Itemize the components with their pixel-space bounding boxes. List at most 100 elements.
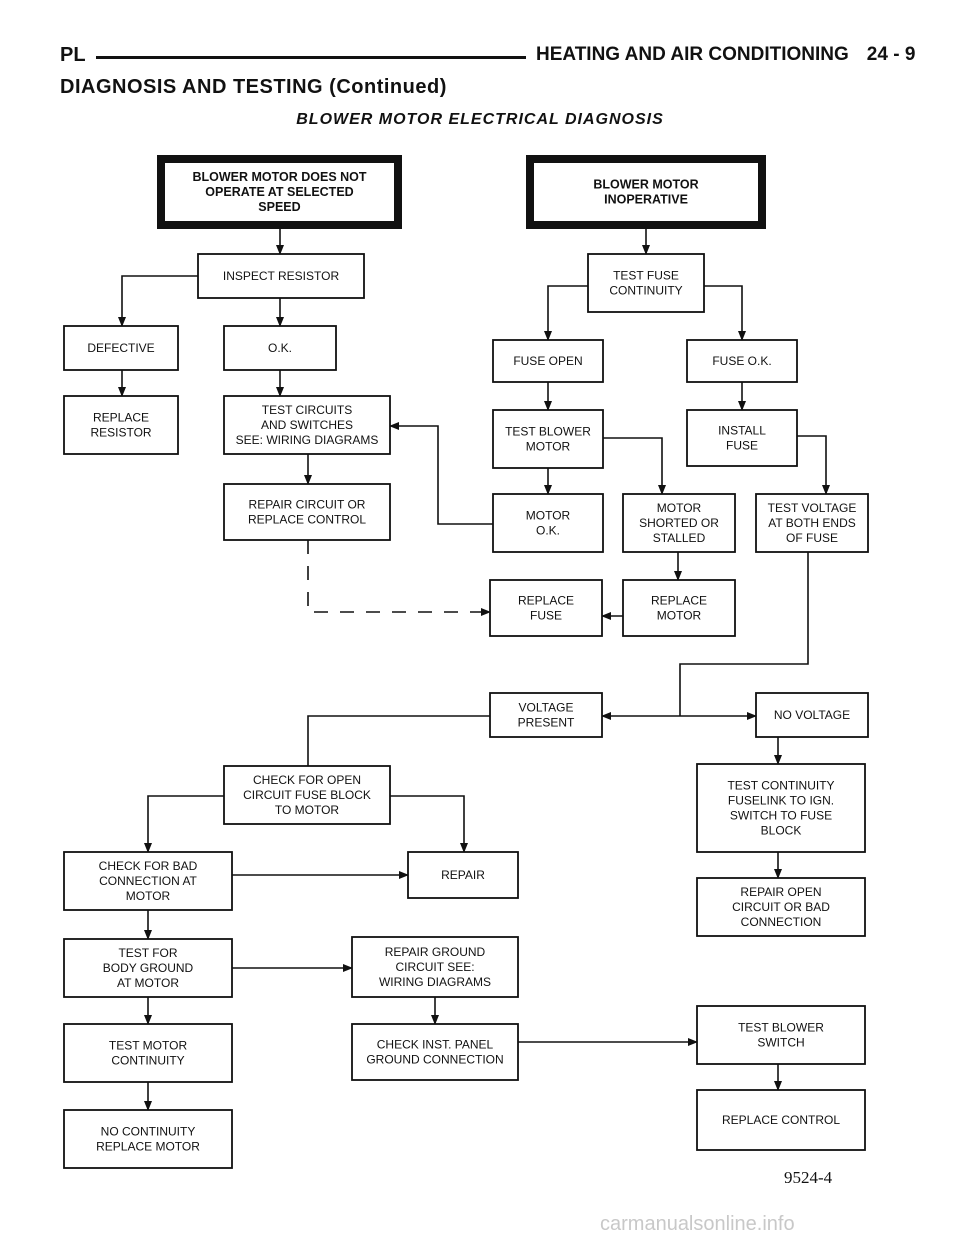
box-border [63,1109,233,1169]
box-label-line: CONTINUITY [111,1054,184,1068]
box-label-line: BLOWER MOTOR DOES NOT [192,170,366,184]
box-label-line: VOLTAGE [519,701,574,715]
box-label-line: FUSE [726,439,758,453]
box-label-line: MOTOR [526,509,571,523]
figure-title: BLOWER MOTOR ELECTRICAL DIAGNOSIS [296,111,664,128]
box-border [755,692,869,738]
box-label-line: BODY GROUND [103,961,194,975]
box-border [696,763,866,853]
box-border [223,395,391,455]
box-border [696,877,866,937]
box-label-line: TEST FOR [118,946,177,960]
box-border [686,339,798,383]
box-label-line: DEFECTIVE [87,341,154,355]
figure-number: 9524-4 [784,1168,833,1187]
connector-arrow [144,795,224,853]
box-border [223,325,337,371]
box-label-line: SWITCH TO FUSE [730,809,832,823]
connector-arrow [797,435,830,495]
box-border [489,692,603,738]
box-label-line: NO CONTINUITY [101,1125,196,1139]
flow-box-ok-resistor: O.K. [223,325,337,371]
box-border [351,936,519,998]
flow-box-repair: REPAIR [407,851,519,899]
box-label-line: NO VOLTAGE [774,708,850,722]
box-label-line: CHECK INST. PANEL [377,1038,494,1052]
header-section-code: PL [60,44,86,66]
box-label-line: CIRCUIT OR BAD [732,900,830,914]
connector-arrow [118,275,198,327]
box-border [351,1023,519,1081]
box-label-line: MOTOR [657,501,702,515]
box-border [492,409,604,469]
box-label-line: INSPECT RESISTOR [223,269,340,283]
box-border [223,765,391,825]
box-label-line: REPLACE [93,411,149,425]
box-label-line: SPEED [258,200,300,214]
flow-connectors [118,229,830,1111]
box-label-line: CONNECTION [741,915,822,929]
box-label-line: CONNECTION AT [99,874,197,888]
box-label-line: TEST BLOWER [505,425,591,439]
box-label-line: CIRCUIT FUSE BLOCK [243,788,371,802]
box-label-line: RESISTOR [90,426,151,440]
connector-arrow [679,552,809,716]
box-border [492,493,604,553]
box-label-line: REPLACE [651,594,707,608]
box-label-line: REPAIR [441,868,485,882]
box-label-line: TEST MOTOR [109,1039,188,1053]
header-rule [96,56,526,59]
box-label-line: OF FUSE [786,531,838,545]
box-inner [165,163,394,221]
watermark: carmanualsonline.info [600,1213,795,1235]
box-label-line: MOTOR [657,609,702,623]
box-label-line: BLOWER MOTOR [593,178,698,192]
box-border [489,579,603,637]
box-border [686,409,798,467]
box-label-line: SWITCH [757,1036,804,1050]
box-inner [534,163,758,221]
box-label-line: TEST FUSE [613,269,679,283]
box-label-line: AT MOTOR [117,976,179,990]
box-label-line: REPAIR CIRCUIT OR [249,498,366,512]
connector-arrow [544,285,588,341]
connector-arrow [390,795,468,853]
box-border [407,851,519,899]
box-border [587,253,705,313]
box-border [492,339,604,383]
box-label-line: FUSELINK TO IGN. [728,794,834,808]
box-label-line: REPAIR OPEN [740,885,821,899]
box-label-line: REPLACE [518,594,574,608]
box-border [223,483,391,541]
box-border [63,1023,233,1083]
box-border [696,1089,866,1151]
box-label-line: FUSE O.K. [712,354,771,368]
box-border [63,325,179,371]
box-border [63,938,233,998]
box-label-line: OPERATE AT SELECTED [205,185,353,199]
box-border [755,493,869,553]
box-label-line: GROUND CONNECTION [366,1053,503,1067]
box-label-line: AND SWITCHES [261,418,353,432]
